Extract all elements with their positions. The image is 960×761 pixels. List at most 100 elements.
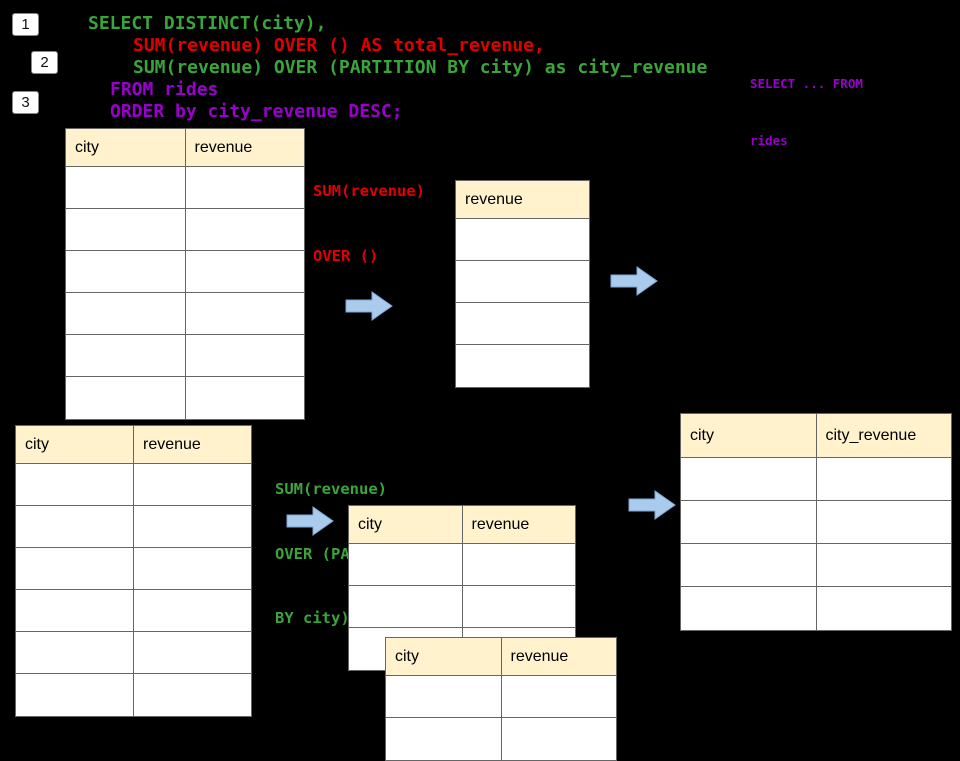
table-row	[456, 303, 589, 345]
table-cell	[456, 219, 589, 261]
arrow-right-icon	[628, 490, 676, 520]
table-header-row: city revenue	[16, 426, 251, 464]
table-cell	[456, 345, 589, 387]
table-cell	[816, 458, 951, 501]
header-cell-city: city	[66, 129, 186, 167]
table-row	[349, 586, 575, 628]
table-row	[66, 209, 304, 251]
table-cell	[66, 251, 186, 293]
header-cell-revenue: revenue	[185, 129, 304, 167]
table-cell	[185, 209, 304, 251]
header-cell-city: city	[681, 414, 817, 458]
table-cell	[501, 718, 616, 760]
table-cell	[386, 676, 502, 718]
table-row	[66, 251, 304, 293]
table-cell	[185, 251, 304, 293]
corner-note-line: rides	[750, 133, 788, 148]
table-row	[16, 590, 251, 632]
table-row	[66, 335, 304, 377]
table-row	[456, 261, 589, 303]
sql-line-from: FROM rides	[110, 79, 219, 100]
table-cell	[134, 548, 251, 590]
header-cell-revenue: revenue	[462, 506, 575, 544]
table-header-row: city revenue	[349, 506, 575, 544]
table-cell	[66, 293, 186, 335]
header-cell-revenue: revenue	[134, 426, 251, 464]
annotation-line: SUM(revenue)	[275, 480, 387, 498]
header-cell-city: city	[386, 638, 502, 676]
table-cell	[16, 590, 134, 632]
table-cell	[349, 586, 463, 628]
header-cell-city: city	[16, 426, 134, 464]
table-row	[456, 219, 589, 261]
table-row	[16, 506, 251, 548]
table-cell	[134, 590, 251, 632]
corner-note-line: SELECT ... FROM	[750, 76, 863, 91]
table-cell	[681, 501, 817, 544]
table-cell	[66, 209, 186, 251]
table-row	[386, 676, 616, 718]
table-cell	[462, 544, 575, 586]
table-cell	[134, 632, 251, 674]
table-cell	[134, 506, 251, 548]
step-badge-3: 3	[12, 91, 39, 114]
table-cell	[66, 335, 186, 377]
table-row	[16, 464, 251, 506]
table-row	[16, 674, 251, 716]
table-cell	[16, 548, 134, 590]
table-cell	[16, 674, 134, 716]
table-header-row: revenue	[456, 181, 589, 219]
city-revenue-result-table: city city_revenue	[680, 413, 952, 631]
table-cell	[66, 167, 186, 209]
sql-line-sum-partition: SUM(revenue) OVER (PARTITION BY city) as…	[133, 57, 708, 78]
header-cell-revenue: revenue	[456, 181, 589, 219]
table-cell	[185, 335, 304, 377]
table-cell	[816, 587, 951, 630]
partition-step-overlay-table: city revenue	[385, 637, 617, 761]
table-cell	[185, 167, 304, 209]
table-cell	[456, 261, 589, 303]
table-cell	[681, 458, 817, 501]
table-cell	[462, 586, 575, 628]
header-cell-city-revenue: city_revenue	[816, 414, 951, 458]
source-table-top: city revenue	[65, 128, 305, 420]
step-badge-2: 2	[31, 51, 58, 74]
table-cell	[134, 464, 251, 506]
table-row	[681, 587, 951, 630]
table-cell	[185, 293, 304, 335]
arrow-right-icon	[610, 266, 658, 296]
window-total-annotation: SUM(revenue) OVER ()	[313, 138, 425, 310]
corner-note: SELECT ... FROM rides	[750, 36, 863, 188]
sql-line-order-by: ORDER by city_revenue DESC;	[110, 101, 403, 122]
table-header-row: city revenue	[66, 129, 304, 167]
annotation-line: BY city)	[275, 609, 350, 627]
table-cell	[349, 544, 463, 586]
table-cell	[681, 544, 817, 587]
table-cell	[66, 377, 186, 419]
table-cell	[816, 544, 951, 587]
table-cell	[134, 674, 251, 716]
arrow-right-icon	[345, 291, 393, 321]
table-row	[66, 293, 304, 335]
table-cell	[16, 464, 134, 506]
table-cell	[386, 718, 502, 760]
table-header-row: city revenue	[386, 638, 616, 676]
table-cell	[681, 587, 817, 630]
sql-line-sum-total: SUM(revenue) OVER () AS total_revenue,	[133, 35, 545, 56]
header-cell-revenue: revenue	[501, 638, 616, 676]
table-cell	[185, 377, 304, 419]
step-badge-1: 1	[12, 13, 39, 36]
table-header-row: city city_revenue	[681, 414, 951, 458]
header-cell-city: city	[349, 506, 463, 544]
table-cell	[816, 501, 951, 544]
table-row	[16, 548, 251, 590]
arrow-right-icon	[286, 506, 334, 536]
table-row	[681, 544, 951, 587]
table-row	[386, 718, 616, 760]
table-cell	[501, 676, 616, 718]
table-row	[681, 458, 951, 501]
annotation-line: OVER ()	[313, 246, 379, 265]
table-cell	[16, 632, 134, 674]
table-row	[349, 544, 575, 586]
table-row	[66, 167, 304, 209]
